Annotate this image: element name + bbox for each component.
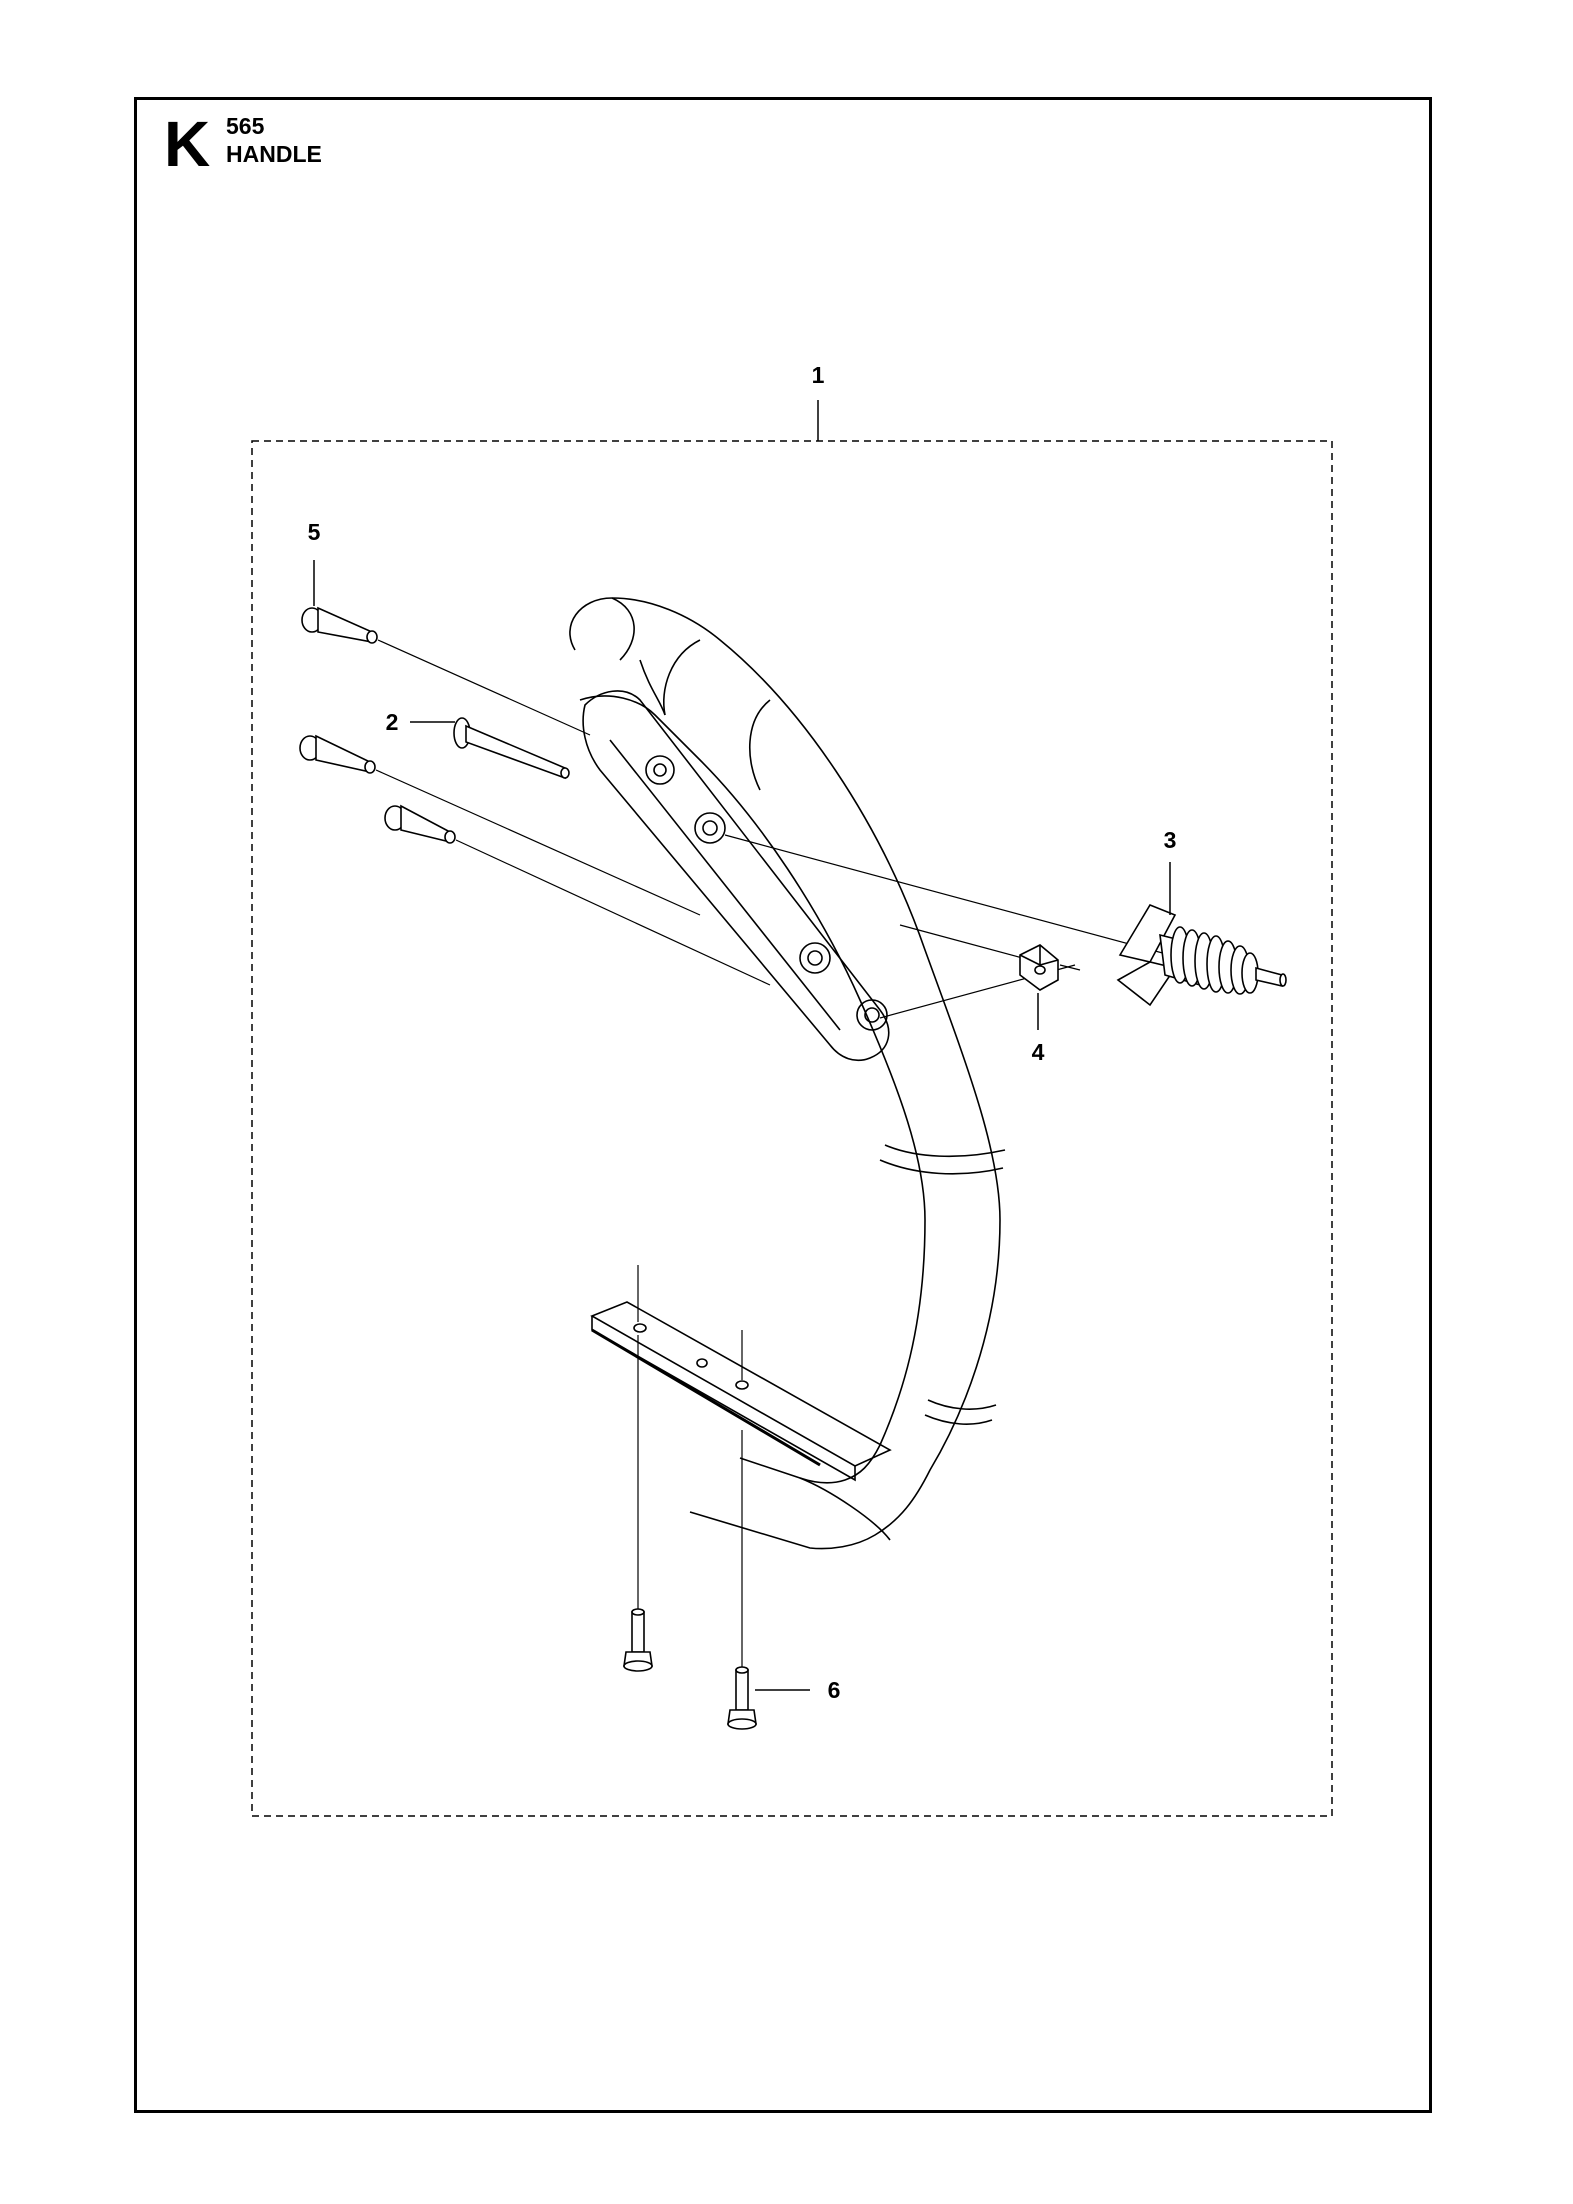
screw-lower: [384, 804, 456, 844]
callout-4: 4: [1032, 1039, 1045, 1065]
handle-bracket-arm: [582, 690, 890, 1062]
screw-2: [453, 717, 570, 780]
screw-6-right: [727, 1666, 757, 1730]
axis-to-spring: [724, 834, 1171, 956]
nut-4: [1019, 944, 1059, 991]
page-frame: [134, 97, 1432, 2113]
spring-coils: [1170, 926, 1259, 995]
screw-5: [301, 606, 378, 644]
callout-6: 6: [828, 1677, 841, 1703]
handle-base-plate: [590, 1301, 892, 1482]
spring-3: [1116, 904, 1287, 1007]
screw-middle-axis: [375, 769, 701, 916]
callout-3: 3: [1164, 827, 1177, 853]
callout-2: 2: [386, 709, 399, 735]
screw-middle: [299, 734, 376, 774]
axis-nut-left: [899, 924, 1031, 961]
axis-nut-right: [1059, 964, 1081, 971]
section-letter: K: [164, 108, 211, 180]
callout-5: 5: [308, 519, 321, 545]
screw-lower-axis: [455, 839, 771, 986]
screw-5-axis: [377, 639, 591, 736]
section-title: HANDLE: [226, 141, 322, 167]
screw-6-left: [623, 1608, 653, 1672]
callout-1: 1: [812, 362, 825, 388]
assembly-group-box: [251, 440, 1333, 1817]
model-number: 565: [226, 113, 265, 139]
front-handle-bar: [569, 597, 1006, 1550]
